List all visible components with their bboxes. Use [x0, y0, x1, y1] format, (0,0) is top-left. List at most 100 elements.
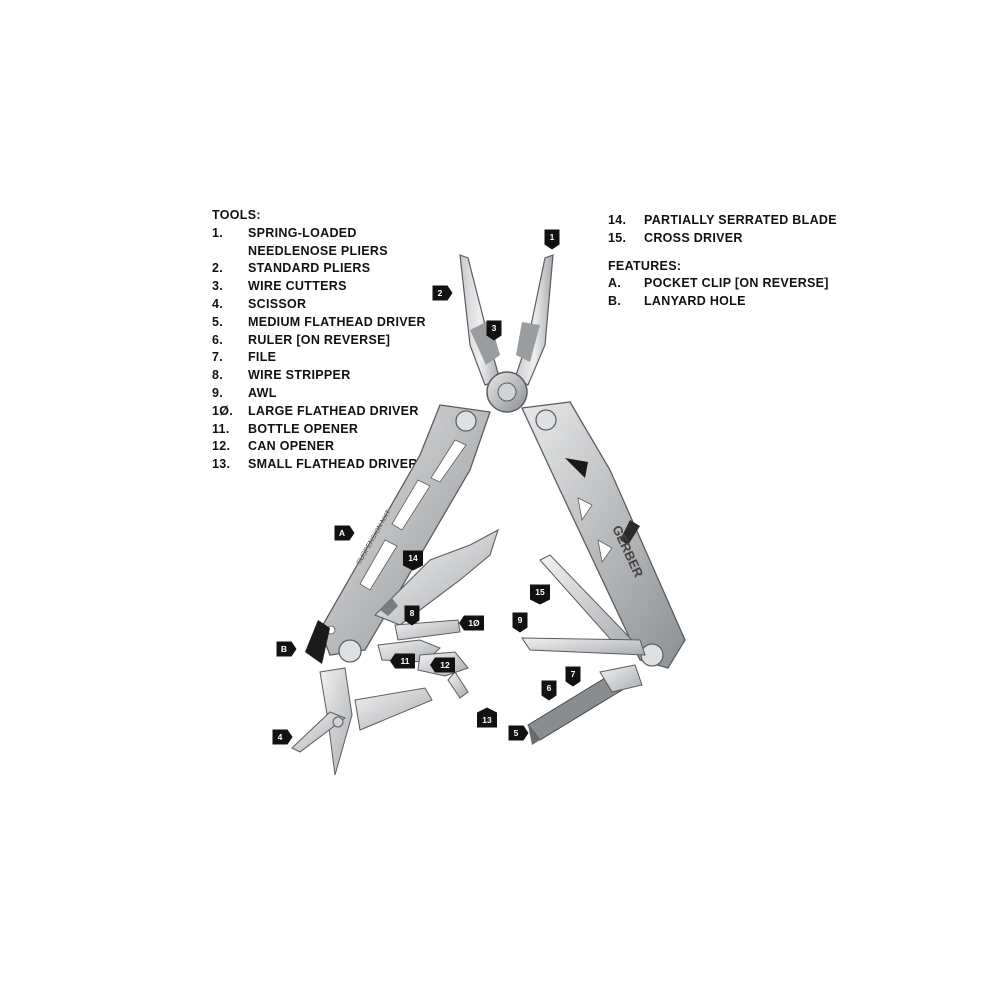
callout-tag: 1 — [544, 229, 560, 250]
tool-item-number: 13. — [212, 457, 231, 472]
callout-tag-shape — [390, 653, 415, 669]
tool-item: 13. SMALL FLATHEAD DRIVER — [212, 456, 448, 474]
callout-tag-label: 1Ø — [468, 618, 480, 628]
tool-item-label: PARTIALLY SERRATED BLADE — [644, 213, 837, 227]
right-tools — [521, 554, 646, 745]
callout-tag-shape — [512, 612, 528, 633]
callout-tag-label: 7 — [571, 669, 576, 679]
tool-item: 8. WIRE STRIPPER — [212, 367, 448, 385]
tool-item-number: 5. — [212, 314, 224, 329]
tool-item: 6. RULER [ON REVERSE] — [212, 332, 448, 350]
callout-tag-label: A — [339, 528, 345, 538]
callout-tag-label: 15 — [535, 587, 545, 597]
tool-item-number: 11. — [212, 421, 230, 436]
callout-tag: 15 — [530, 584, 550, 605]
tool-item-number: 2. — [212, 261, 224, 276]
tool-item-label: CAN OPENER — [248, 439, 335, 454]
tools-legend: TOOLS: 1.SPRING-LOADED NEEDLENOSE PLIERS… — [212, 207, 448, 474]
callout-tag-label: 9 — [518, 615, 523, 625]
tool-item: 14. PARTIALLY SERRATED BLADE — [608, 212, 844, 230]
callout-tag-shape — [565, 666, 581, 687]
tool-item-label: SCISSOR — [248, 296, 307, 311]
callout-tag-label: 5 — [514, 728, 519, 738]
tool-item-number: 7. — [212, 350, 224, 365]
callout-tag: 1Ø — [459, 615, 484, 631]
callout-tag: 5 — [508, 725, 529, 741]
callout-tag: 6 — [541, 680, 557, 701]
tool-item-number: 12. — [212, 439, 231, 454]
callout-tag: 4 — [272, 729, 293, 745]
callout-tag-label: 12 — [440, 660, 450, 670]
tool-item-label: SPRING-LOADED NEEDLENOSE PLIERS — [248, 225, 388, 258]
tool-item-label: CROSS DRIVER — [644, 230, 743, 245]
tool-item-label: LARGE FLATHEAD DRIVER — [248, 403, 419, 418]
callout-tag: 14 — [403, 550, 423, 571]
plier-jaws — [459, 254, 554, 413]
callout-tag: 9 — [512, 612, 528, 633]
callout-tag-label: 14 — [408, 553, 418, 563]
tool-item-label: STANDARD PLIERS — [248, 261, 371, 276]
tool-item: 11. BOTTLE OPENER — [212, 421, 448, 439]
tool-item-number: 14. — [608, 213, 627, 227]
callout-tag-shape — [530, 584, 550, 605]
features-list: A.POCKET CLIP [ON REVERSE]B.LANYARD HOLE — [608, 275, 844, 311]
callout-tag-shape — [404, 605, 420, 626]
callout-tag-label: 6 — [547, 683, 552, 693]
callout-tag: A — [334, 525, 355, 541]
tool-item-number: 6. — [212, 332, 224, 347]
callout-tag-shape — [477, 707, 497, 728]
large-flathead-driver — [394, 619, 461, 641]
tool-item-number: 8. — [212, 368, 224, 383]
callout-tag-shape — [459, 615, 484, 631]
scissor-handle — [354, 687, 433, 731]
callout-tag: 8 — [404, 605, 420, 626]
callout-tag-shape — [486, 320, 502, 341]
tool-item: 5. MEDIUM FLATHEAD DRIVER — [212, 314, 448, 332]
callout-tag: B — [276, 641, 297, 657]
callout-tag-shape — [272, 729, 293, 745]
callout-tag-label: B — [281, 644, 287, 654]
callout-tag-label: 13 — [482, 715, 492, 725]
tool-item: 3. WIRE CUTTERS — [212, 278, 448, 296]
tool-item-label: WIRE STRIPPER — [248, 368, 351, 383]
tool-item: 1Ø.LARGE FLATHEAD DRIVER — [212, 403, 448, 421]
callout-tag: 7 — [565, 666, 581, 687]
tool-item-label: WIRE CUTTERS — [248, 279, 347, 294]
lanyard-hole — [305, 620, 330, 664]
features-legend-title: FEATURES: — [608, 258, 682, 273]
small-flathead-driver — [447, 671, 469, 699]
right-handle: GERBER — [521, 401, 686, 669]
tool-item-number: 4. — [212, 296, 224, 311]
tool-item-label: RULER [ON REVERSE] — [248, 332, 391, 347]
callout-tag: 2 — [432, 285, 453, 301]
tool-item-label: BOTTLE OPENER — [248, 421, 359, 436]
callout-tag-shape — [508, 725, 529, 741]
tools-list: 1. SPRING-LOADED NEEDLENOSE PLIERS 2. STAND… — [212, 225, 448, 474]
tool-item-number: 1. — [212, 225, 224, 240]
callout-tag-shape — [334, 525, 355, 541]
callout-tag: 11 — [390, 653, 415, 669]
tool-item: 9.AWL — [212, 385, 448, 403]
tools-legend-continued: 14. PARTIALLY SERRATED BLADE 15. CROSS DRIV… — [608, 212, 844, 311]
tool-item: 15. CROSS DRIVER — [608, 230, 844, 248]
medium-flathead-driver — [599, 664, 643, 693]
tool-item-number: 15. — [608, 230, 627, 245]
callout-tag-shape — [544, 229, 560, 250]
feature-item-label: POCKET CLIP [ON REVERSE] — [644, 276, 829, 291]
callout-tag-shape — [541, 680, 557, 701]
feature-item-number: B. — [608, 294, 622, 309]
callout-tag-label: 3 — [492, 323, 497, 333]
callout-tag-shape — [430, 657, 455, 673]
callout-tag-shape — [276, 641, 297, 657]
feature-item: A.POCKET CLIP [ON REVERSE] — [608, 275, 844, 293]
tool-item: 4. SCISSOR — [212, 296, 448, 314]
tool-item-label: SMALL FLATHEAD DRIVER — [248, 457, 418, 472]
tool-item: 1. SPRING-LOADED NEEDLENOSE PLIERS — [212, 225, 448, 261]
tool-item: 7.FILE — [212, 349, 448, 367]
callout-tag-label: 11 — [401, 656, 410, 666]
tool-item-label: MEDIUM FLATHEAD DRIVER — [248, 314, 426, 329]
feature-item: B.LANYARD HOLE — [608, 293, 844, 311]
tool-item-number: 3. — [212, 279, 224, 294]
